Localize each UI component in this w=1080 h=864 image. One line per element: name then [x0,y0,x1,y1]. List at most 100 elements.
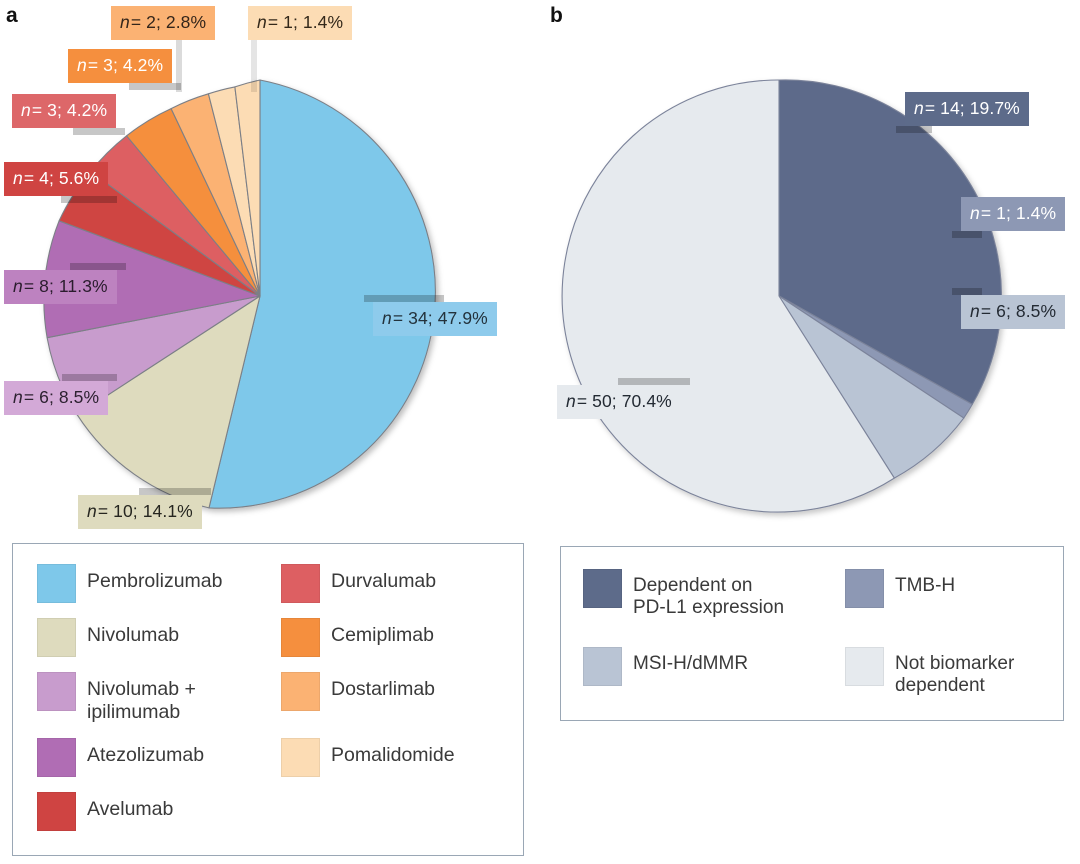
panel-b: b n = 14; 1 [540,0,1080,864]
pie-chart-b [561,79,1003,513]
callout-connector-tab [896,126,932,133]
callout-avelumab: n = 4; 5.6% [4,162,118,203]
callout-connector-tab [69,263,126,270]
legend-swatch [37,792,76,832]
legend-item[interactable]: Avelumab [37,792,281,832]
legend-item[interactable]: Not biomarker dependent [845,647,1063,697]
callout-n-symbol: n [914,98,924,119]
legend-item[interactable]: MSI-H/dMMR [583,647,845,697]
legend-swatch [281,618,320,657]
callout-value: = 6; 8.5% [23,387,100,408]
callout-value: = 8; 11.3% [23,276,108,297]
callout-connector-tab [73,128,126,135]
callout-connector-tab [952,288,982,295]
callout-n-symbol: n [970,301,980,322]
callout-connector-tab [364,295,444,302]
legend-label: Cemiplimab [331,624,434,646]
legend-item[interactable]: Durvalumab [281,564,523,603]
legend-label: Pomalidomide [331,744,455,767]
legend-label: Nivolumab + ipilimumab [87,678,196,723]
panel-a: a [4,4,524,856]
legend-label: Nivolumab [87,624,180,646]
callout-connector-tab [617,378,690,385]
callout-pomalidomide: n = 1; 1.4% [248,6,353,40]
legend-label: Dostarlimab [331,678,436,700]
panel-a-letter: a [6,4,18,27]
callout-tmb-h: n = 1; 1.4% [952,197,1066,238]
legend-item[interactable]: Dependent on PD-L1 expression [583,569,845,619]
callout-value: = 34; 47.9% [392,308,488,329]
callout-pembrolizumab: n = 34; 47.9% [364,295,497,336]
callout-pdl1: n = 14; 19.7% [896,92,1029,133]
legend-label: Durvalumab [331,570,437,592]
callout-n-symbol: n [77,55,87,76]
callout-n-symbol: n [970,203,980,224]
callout-n-symbol: n [87,501,97,522]
legend-swatch [845,569,884,608]
callout-cemiplimab: n = 3; 4.2% [68,49,182,90]
legend-item[interactable]: Cemiplimab [281,618,523,657]
legend-swatch [583,647,622,687]
legend-item[interactable]: Pembrolizumab [37,564,281,603]
callout-dostarlimab: n = 2; 2.8% [111,6,216,40]
callout-nivo-ipi: n = 6; 8.5% [4,374,118,415]
callout-connector-tab [61,196,118,203]
legend-item[interactable]: Dostarlimab [281,672,523,723]
callout-not-biomarker: n = 50; 70.4% [557,378,690,419]
callout-n-symbol: n [257,12,267,33]
legend-label: Pembrolizumab [87,570,223,592]
callout-durvalumab: n = 3; 4.2% [12,94,126,135]
callout-value: = 1; 1.4% [267,12,344,33]
callout-value: = 1; 1.4% [980,203,1057,224]
connector-pomalidomide [251,40,257,92]
legend-swatch [37,738,76,778]
legend-label: Avelumab [87,798,174,821]
callout-value: = 6; 8.5% [980,301,1057,322]
legend-panel-b: Dependent on PD-L1 expression TMB-H MSI-H/… [560,546,1064,721]
callout-value: = 10; 14.1% [97,501,193,522]
legend-label: TMB-H [895,575,956,596]
legend-item[interactable]: Nivolumab + ipilimumab [37,672,281,723]
slice-pomalidomide-edge [234,79,261,297]
legend-label: Dependent on PD-L1 expression [633,575,785,619]
callout-n-symbol: n [566,391,576,412]
callout-n-symbol: n [120,12,130,33]
callout-n-symbol: n [13,276,23,297]
callout-n-symbol: n [13,168,23,189]
callout-connector-tab [62,374,118,381]
legend-swatch [845,647,884,687]
legend-swatch [37,564,76,603]
legend-label: Not biomarker dependent [895,653,1015,697]
callout-n-symbol: n [13,387,23,408]
callout-value: = 14; 19.7% [924,98,1020,119]
callout-n-symbol: n [382,308,392,329]
callout-value: = 4; 5.6% [23,168,100,189]
legend-item[interactable]: Pomalidomide [281,738,523,778]
legend-item[interactable]: TMB-H [845,569,1063,619]
callout-connector-tab [129,83,182,90]
legend-swatch [281,672,320,711]
callout-n-symbol: n [21,100,31,121]
callout-value: = 50; 70.4% [576,391,672,412]
connector-dostarlimab [176,40,182,92]
callout-value: = 3; 4.2% [87,55,164,76]
panel-b-letter: b [550,4,563,27]
legend-label: MSI-H/dMMR [633,653,749,675]
legend-swatch [281,738,320,778]
legend-swatch [583,569,622,608]
slice-pd-l1-dependent [778,79,1003,405]
callout-connector-tab [138,488,211,495]
legend-swatch [281,564,320,603]
callout-atezolizumab: n = 8; 11.3% [4,263,126,304]
legend-item[interactable]: Nivolumab [37,618,281,657]
legend-label: Atezolizumab [87,744,205,767]
callout-connector-tab [952,231,982,238]
callout-value: = 3; 4.2% [31,100,108,121]
pie-chart-a [43,79,476,512]
callout-msi-h: n = 6; 8.5% [952,288,1066,329]
callout-value: = 2; 2.8% [130,12,207,33]
legend-item[interactable]: Atezolizumab [37,738,281,778]
callout-nivolumab: n = 10; 14.1% [78,488,211,529]
